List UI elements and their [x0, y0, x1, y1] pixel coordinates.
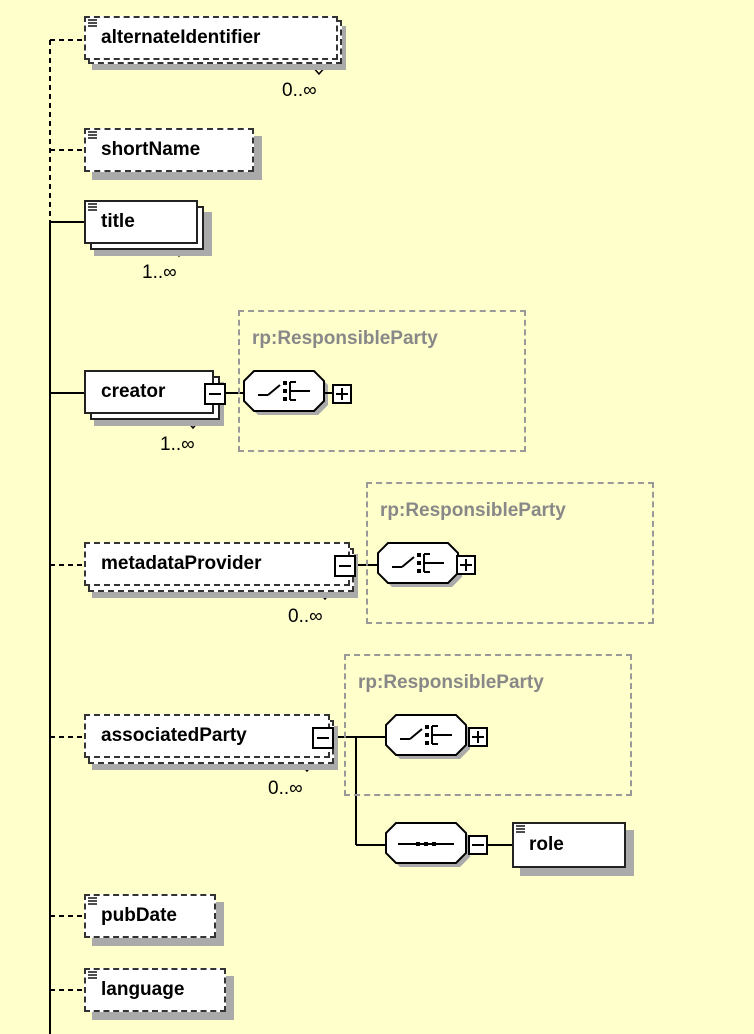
metadataProvider-type-group — [366, 482, 654, 624]
metadataProvider-label: metadataProvider — [101, 553, 262, 574]
pubDate-label: pubDate — [101, 905, 177, 926]
plus-box-icon[interactable] — [456, 555, 476, 575]
language-element[interactable]: language — [84, 968, 236, 1020]
text-lines-icon — [88, 203, 97, 211]
creator-choice-icon — [243, 370, 328, 415]
role-label: role — [529, 834, 564, 855]
associatedParty-choice-icon — [385, 714, 470, 759]
alternateIdentifier-element[interactable]: alternateIdentifier — [84, 16, 346, 70]
shortName-label: shortName — [101, 139, 201, 160]
associatedParty-type-label: rp:ResponsibleParty — [358, 672, 544, 693]
minus-box-icon[interactable] — [468, 835, 488, 855]
metadataProvider-element[interactable]: metadataProvider — [84, 542, 360, 600]
text-lines-icon — [88, 131, 97, 139]
role-element[interactable]: role — [512, 822, 634, 876]
plus-box-icon[interactable] — [468, 727, 488, 747]
pubDate-element[interactable]: pubDate — [84, 894, 226, 946]
minus-box-icon[interactable] — [312, 727, 334, 749]
creator-label: creator — [101, 381, 166, 402]
shortName-element[interactable]: shortName — [84, 128, 264, 180]
creator-type-group — [238, 310, 526, 452]
associatedParty-sequence-icon — [385, 822, 470, 867]
plus-box-icon[interactable] — [332, 384, 352, 404]
alternateIdentifier-label: alternateIdentifier — [101, 27, 261, 48]
title-cardinality: 1..∞ — [142, 262, 177, 283]
associatedParty-element[interactable]: associatedParty — [84, 714, 340, 772]
metadataProvider-choice-icon — [377, 542, 462, 587]
associatedParty-cardinality: 0..∞ — [268, 778, 303, 799]
text-lines-icon — [516, 825, 525, 833]
minus-box-icon[interactable] — [334, 555, 356, 577]
language-label: language — [101, 979, 185, 1000]
alternateIdentifier-cardinality: 0..∞ — [282, 80, 317, 101]
creator-element[interactable]: creator — [84, 370, 228, 430]
text-lines-icon — [88, 897, 97, 905]
text-lines-icon — [88, 19, 97, 27]
minus-box-icon[interactable] — [204, 383, 226, 405]
associatedParty-label: associatedParty — [101, 725, 247, 746]
metadataProvider-cardinality: 0..∞ — [288, 606, 323, 627]
title-element[interactable]: title — [84, 200, 214, 260]
creator-type-label: rp:ResponsibleParty — [252, 328, 438, 349]
title-label: title — [101, 211, 135, 232]
associatedParty-type-group — [344, 654, 632, 796]
creator-cardinality: 1..∞ — [160, 434, 195, 455]
metadataProvider-type-label: rp:ResponsibleParty — [380, 500, 566, 521]
text-lines-icon — [88, 971, 97, 979]
